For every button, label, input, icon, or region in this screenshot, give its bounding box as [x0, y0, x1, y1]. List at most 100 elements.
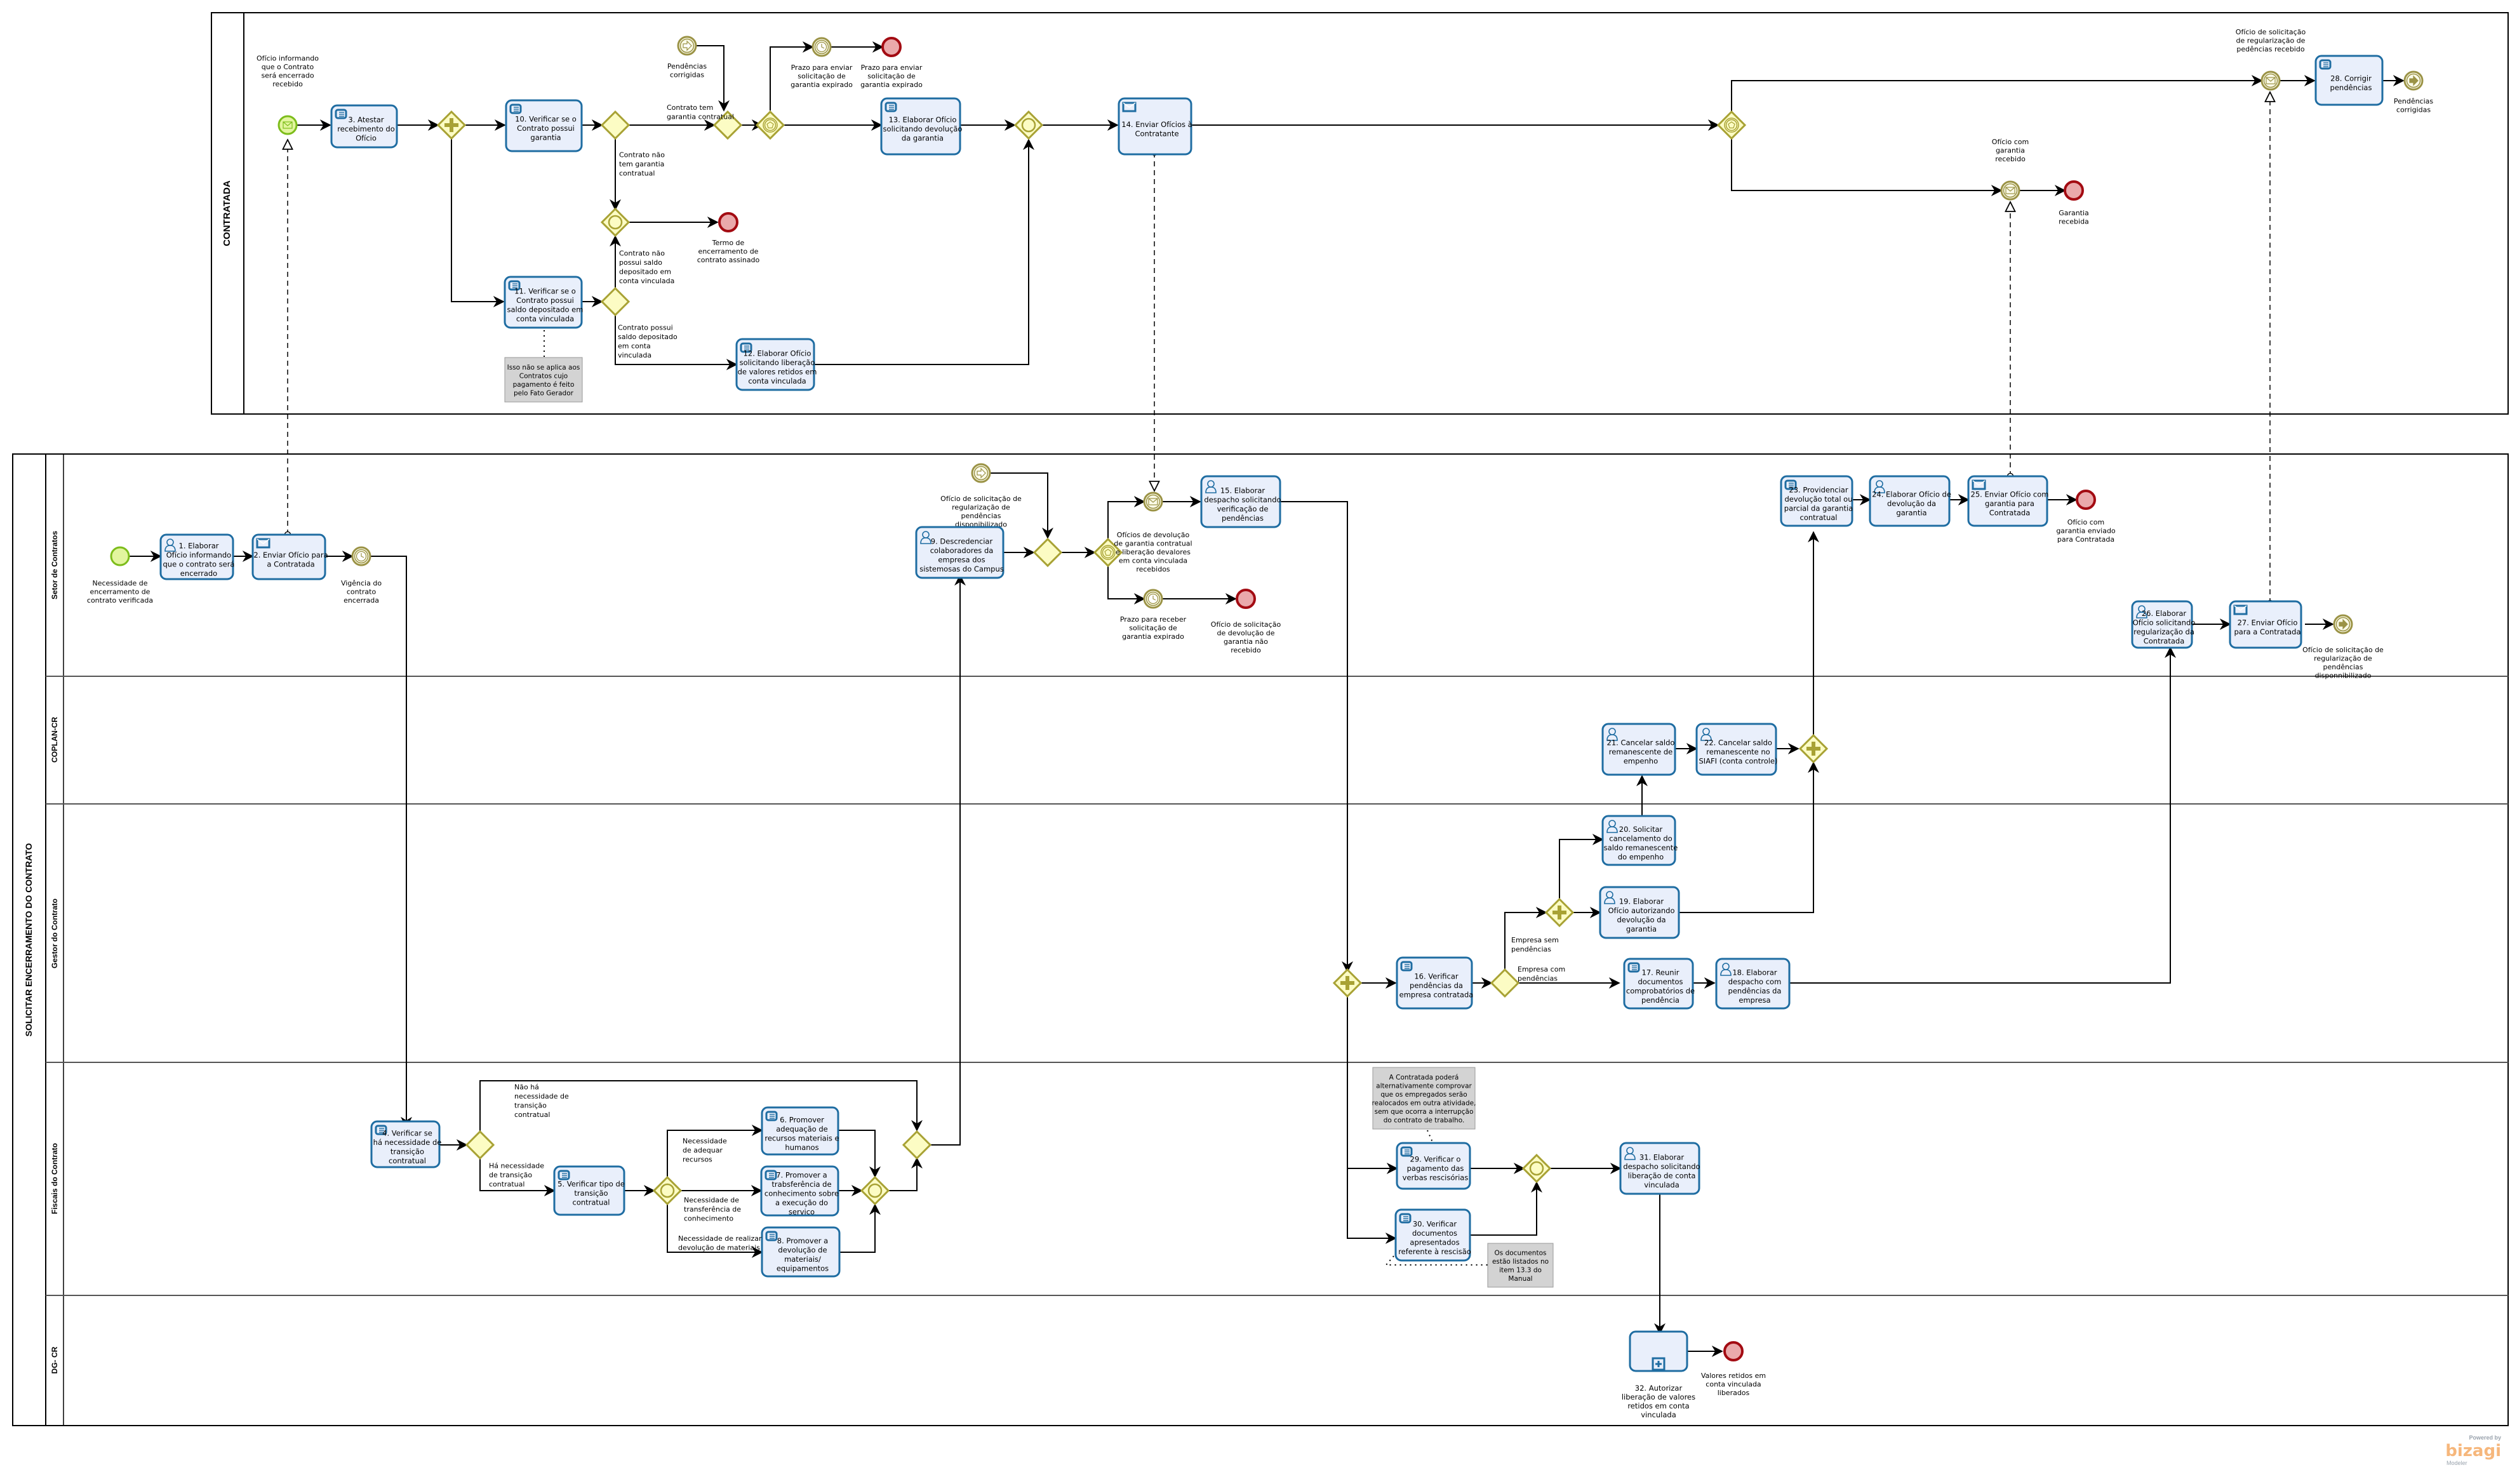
- script-task-icon: [765, 1231, 778, 1241]
- lane-label-dg: DG- CR: [50, 1346, 59, 1374]
- pentagon-icon: [766, 121, 774, 129]
- send-message-icon: [2233, 605, 2248, 615]
- circle-icon: [1021, 117, 1036, 133]
- user-task-icon: [920, 531, 931, 544]
- circle-icon: [1529, 1161, 1544, 1176]
- circle-icon: [660, 1183, 675, 1198]
- parallel-gateway: [436, 110, 467, 140]
- user-task-icon: [1604, 891, 1615, 904]
- envelope-icon: [2266, 77, 2276, 84]
- flow: [1107, 566, 1145, 605]
- flow: [770, 41, 814, 110]
- plus-icon: [444, 118, 458, 132]
- expand-plus-icon[interactable]: [1652, 1357, 1666, 1371]
- lane-label-setor: Setor de Contratos: [50, 531, 59, 599]
- event-circle-icon: [763, 117, 778, 133]
- script-task-icon: [1784, 479, 1797, 490]
- flow: [930, 574, 966, 1146]
- circle-icon: [867, 1183, 883, 1198]
- circle-icon: [608, 215, 623, 230]
- script-task-icon: [764, 1170, 777, 1180]
- inclusive-gateway: [652, 1175, 683, 1206]
- event-based-gateway: [1093, 537, 1123, 568]
- flow: [479, 1080, 923, 1132]
- send-message-icon: [1972, 479, 1986, 490]
- pentagon-icon: [1728, 121, 1735, 129]
- script-task-icon: [557, 1170, 570, 1180]
- script-task-icon: [1400, 961, 1413, 972]
- envelope-icon: [2005, 187, 2015, 194]
- user-task-icon: [1624, 1147, 1636, 1160]
- script-task-icon: [375, 1125, 387, 1135]
- sequence-flows: [130, 41, 2405, 1357]
- script-task-icon: [508, 280, 521, 291]
